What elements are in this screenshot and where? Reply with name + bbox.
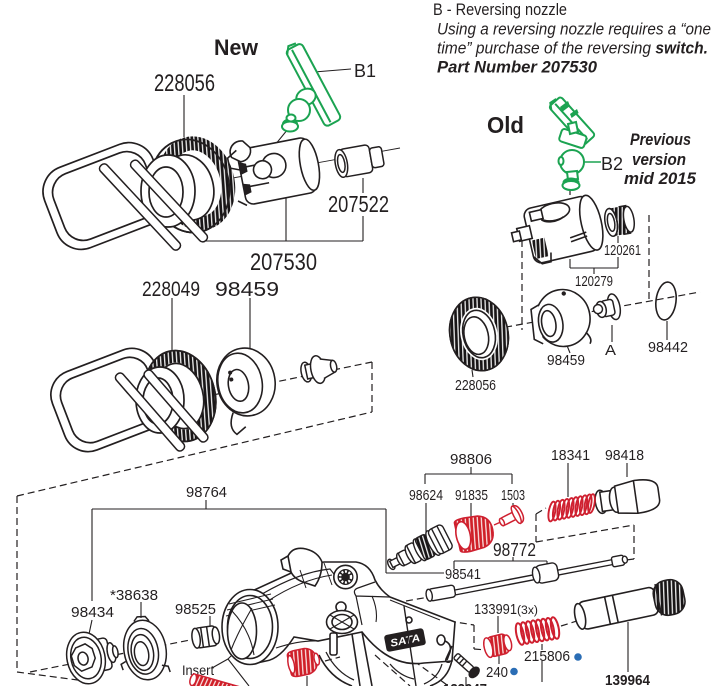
svg-text:New: New — [214, 35, 259, 60]
svg-text:Insert: Insert — [182, 663, 214, 678]
svg-text:98459: 98459 — [215, 279, 279, 301]
svg-text:133991: 133991 — [474, 601, 517, 618]
svg-text:SATA: SATA — [389, 632, 421, 650]
svg-text:98525: 98525 — [175, 601, 216, 618]
svg-text:139964: 139964 — [605, 672, 651, 686]
svg-text:A: A — [605, 343, 616, 359]
svg-text:215806: 215806 — [524, 648, 570, 665]
svg-text:98459: 98459 — [547, 353, 585, 369]
svg-text:98806: 98806 — [450, 452, 492, 468]
svg-text:B - Reversing nozzle: B - Reversing nozzle — [433, 0, 567, 19]
svg-text:98418: 98418 — [605, 448, 644, 464]
svg-text:18341: 18341 — [551, 448, 590, 464]
svg-text:240: 240 — [486, 665, 508, 681]
svg-text:Part Number 207530: Part Number 207530 — [437, 59, 598, 77]
svg-text:Previous: Previous — [630, 131, 691, 149]
svg-text:207530: 207530 — [250, 249, 317, 276]
svg-text:120261: 120261 — [604, 243, 641, 259]
svg-text:228056: 228056 — [455, 378, 496, 394]
svg-text:(3x): (3x) — [517, 605, 538, 617]
svg-text:Using a reversing nozzle requi: Using a reversing nozzle requires a “one — [437, 21, 711, 39]
svg-text:98541: 98541 — [445, 567, 481, 583]
svg-text:time” purchase of the reversin: time” purchase of the reversing switch. — [437, 40, 708, 58]
svg-text:91835: 91835 — [455, 488, 488, 504]
svg-text:98772: 98772 — [493, 540, 536, 560]
svg-text:228049: 228049 — [142, 278, 200, 301]
svg-text:98764: 98764 — [186, 485, 227, 501]
svg-text:207522: 207522 — [328, 191, 389, 217]
svg-text:98624: 98624 — [409, 488, 443, 504]
svg-text:1503: 1503 — [501, 488, 525, 504]
svg-text:B2: B2 — [601, 154, 623, 174]
svg-text:mid 2015: mid 2015 — [624, 170, 697, 188]
svg-text:98442: 98442 — [648, 340, 688, 356]
svg-text:*38638: *38638 — [110, 587, 158, 604]
svg-text:133947: 133947 — [443, 681, 487, 686]
svg-text:version: version — [632, 151, 686, 169]
svg-text:Old: Old — [487, 112, 524, 138]
svg-text:228056: 228056 — [154, 70, 215, 97]
svg-text:98434: 98434 — [71, 604, 114, 621]
svg-text:B1: B1 — [354, 61, 376, 81]
svg-text:120279: 120279 — [575, 274, 613, 290]
